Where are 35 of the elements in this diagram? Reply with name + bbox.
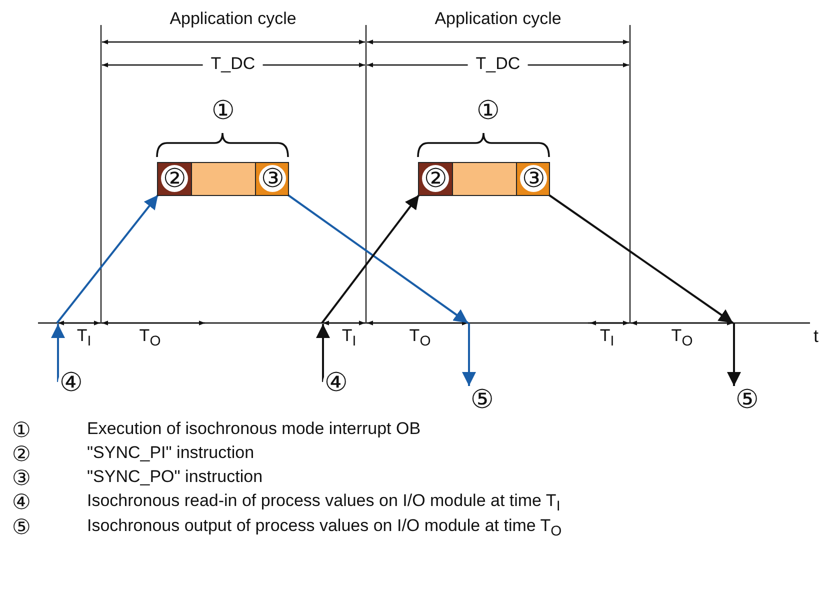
legend-text: Execution of isochronous mode interrupt OB xyxy=(87,420,421,439)
callout-number: ③ xyxy=(12,467,31,490)
legend-text: Isochronous read-in of process values on I/O module at time T$_{I}$ xyxy=(87,492,560,515)
arrow xyxy=(287,194,469,324)
arrow xyxy=(316,324,330,382)
execution-bar xyxy=(157,162,289,196)
legend-text: "SYNC_PO" instruction xyxy=(87,468,263,487)
time-label: T$_{I}$ xyxy=(76,327,92,350)
dimension-label: T_DC xyxy=(202,55,264,74)
callout-number: ② xyxy=(422,165,449,192)
dimension-label: T_DC xyxy=(468,55,528,74)
time-label: T$_{O}$ xyxy=(671,327,693,350)
callout-number: ① xyxy=(12,419,31,442)
callout-number: ④ xyxy=(12,491,31,514)
execution-bar xyxy=(418,162,550,196)
dimension-label: Application cycle xyxy=(170,10,296,29)
time-label: T$_{O}$ xyxy=(139,327,161,350)
arrow xyxy=(548,194,734,324)
callout-number: ② xyxy=(12,443,31,466)
arrow xyxy=(727,323,741,386)
arrow xyxy=(51,324,65,382)
arrow xyxy=(321,194,420,324)
callout-number: ② xyxy=(161,165,188,192)
callout-number: ⑤ xyxy=(12,516,31,540)
time-label: T$_{I}$ xyxy=(342,327,356,350)
dimension-label: Application cycle xyxy=(434,10,562,29)
legend-text: "SYNC_PI" instruction xyxy=(87,444,254,463)
time-label: T$_{O}$ xyxy=(409,327,431,350)
time-label: T$_{I}$ xyxy=(600,327,614,350)
axis-label: t xyxy=(814,327,818,347)
callout-number: ③ xyxy=(520,165,547,192)
arrow xyxy=(56,194,159,324)
callout-number: ③ xyxy=(259,165,286,192)
arrow xyxy=(462,323,476,386)
legend-text: Isochronous output of process values on I/O module at time T$_{O}$ xyxy=(87,517,562,540)
